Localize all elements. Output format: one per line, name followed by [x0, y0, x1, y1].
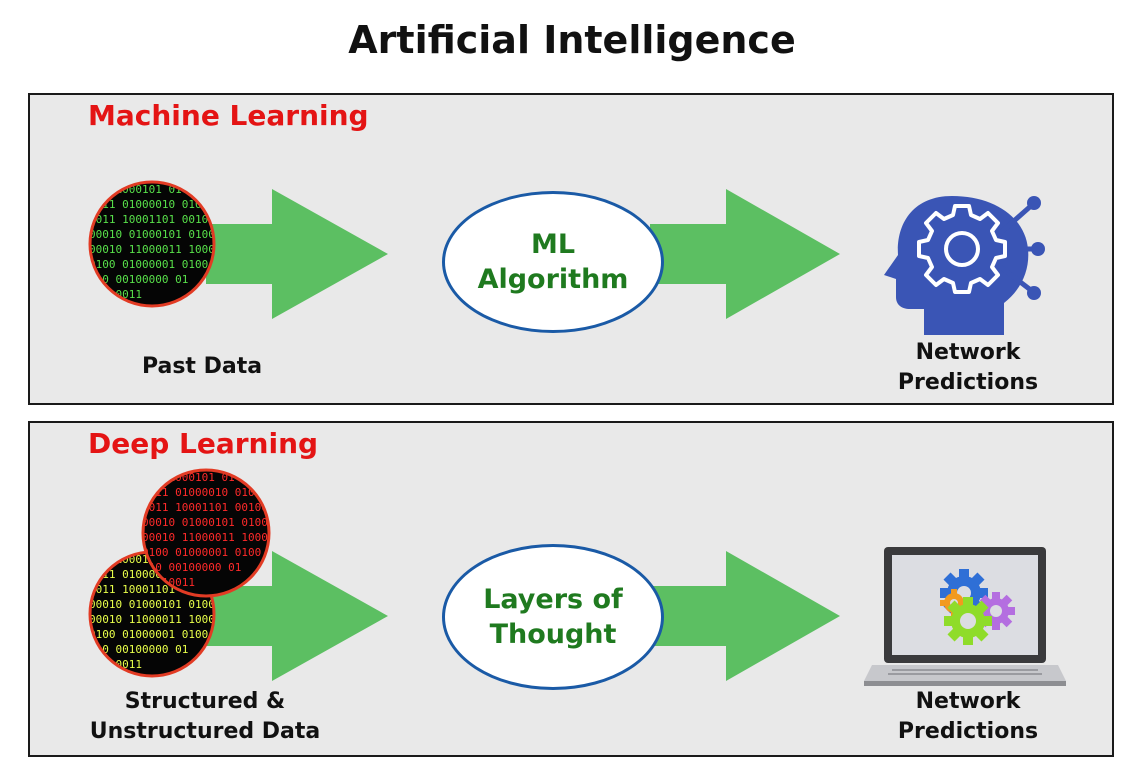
network-predictions-label: Network Predictions: [897, 689, 1039, 744]
flow-arrow: [206, 189, 388, 319]
binary-digits-row: 00010 01000101 01000: [142, 516, 272, 529]
binary-digits-row: 010 00100000 01: [142, 561, 241, 574]
ai-head-gear-icon: [884, 196, 1045, 335]
binary-digits-row: 0100 01000001 0100: [89, 258, 208, 271]
binary-digits-row: 0111 01000010 0100: [89, 198, 208, 211]
binary-digits-row: 010 00100000 01: [89, 643, 188, 656]
binary-digits-row: 0100 01000001 0100: [89, 628, 208, 641]
flow-arrow: [650, 551, 840, 681]
binary-digits-row: 0011 10001101 00100: [142, 501, 268, 514]
deep-learning-heading: Deep Learning: [88, 427, 319, 460]
binary-digits-row: 0111 01000010 0100: [142, 486, 261, 499]
binary-digits-row: 010 00100000 01: [89, 273, 188, 286]
page-title: Artificial Intelligence: [348, 18, 796, 62]
binary-digits-row: 00010 11000011 10000: [89, 613, 217, 626]
network-predictions-label: Network Predictions: [897, 340, 1039, 395]
machine-learning-heading: Machine Learning: [88, 99, 369, 132]
past-data-label: Past Data: [141, 354, 263, 379]
laptop-gears-icon: [864, 547, 1066, 686]
binary-digits-row: 00010 01000101 01000: [89, 228, 217, 241]
binary-digits-row: 00010 11000011 10000: [142, 531, 272, 544]
structured-unstructured-data-label: Structured & Unstructured Data: [89, 689, 321, 744]
flow-arrow: [206, 551, 388, 681]
binary-digits-row: 00010 01000101 01000: [89, 598, 217, 611]
binary-digits-row: 0011 10001101 00100: [89, 213, 215, 226]
flow-arrow: [650, 189, 840, 319]
binary-digits-row: 00010 11000011 10000: [89, 243, 217, 256]
layers-of-thought-node: Layers of Thought: [442, 544, 664, 690]
binary-digits-row: 0100 01000001 0100: [142, 546, 261, 559]
ml-algorithm-node: ML Algorithm: [442, 191, 664, 333]
